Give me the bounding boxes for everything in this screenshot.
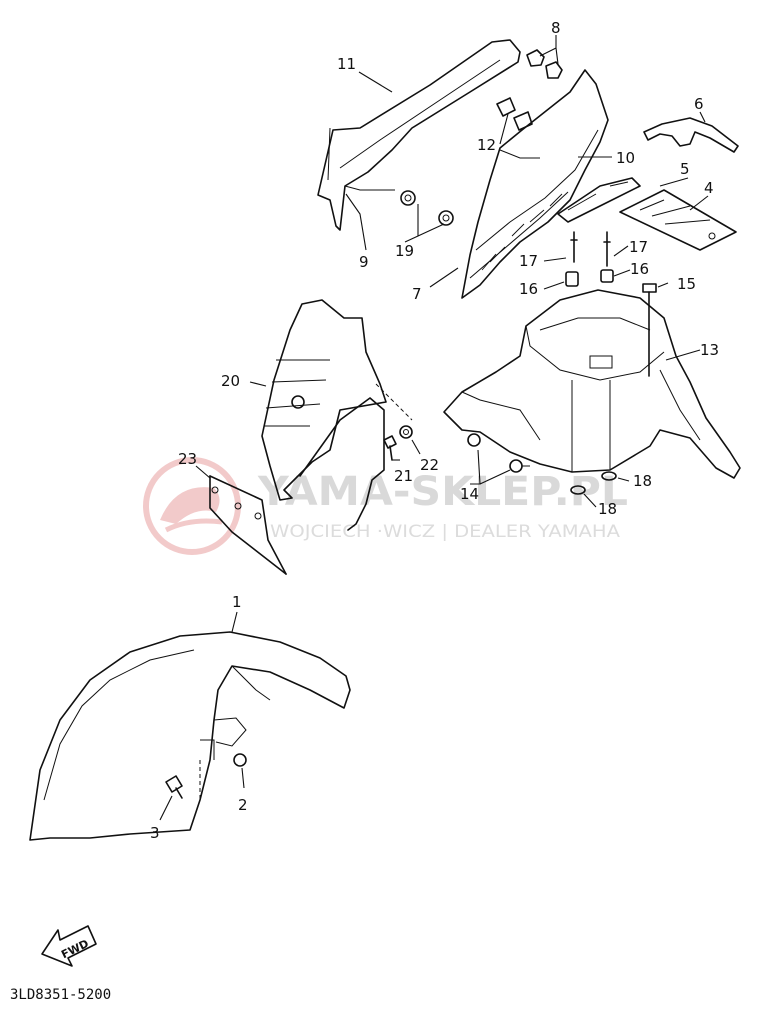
callout-9: 9 <box>359 253 369 271</box>
callout-21: 21 <box>394 467 413 485</box>
callout-23: 23 <box>178 450 197 468</box>
part-21-bolt <box>383 435 397 461</box>
callout-11: 11 <box>337 55 356 73</box>
callout-22: 22 <box>420 456 439 474</box>
part-14-screws <box>467 433 530 473</box>
part-16-dampers <box>565 269 614 287</box>
part-18-nuts <box>570 471 617 495</box>
part-22-washer <box>399 425 413 439</box>
part-4-plate <box>619 189 737 251</box>
part-17-pins <box>570 231 611 267</box>
callout-20: 20 <box>221 372 240 390</box>
part-23-plate <box>209 475 287 575</box>
callout-14: 14 <box>460 485 479 503</box>
callout-12: 12 <box>477 136 496 154</box>
callout-10: 10 <box>616 149 635 167</box>
part-2-nut <box>233 753 247 767</box>
callout-18-bottom: 18 <box>598 500 617 518</box>
callout-4: 4 <box>704 179 714 197</box>
part-6-bracket <box>643 117 739 153</box>
watermark-title: YAMA-SKLEP.PL <box>257 469 628 515</box>
callout-3: 3 <box>150 824 160 842</box>
watermark-logo <box>143 457 241 555</box>
callout-16-right: 16 <box>630 260 649 278</box>
callout-15: 15 <box>677 275 696 293</box>
watermark: YAMA-SKLEP.PL WOJCIECH ·WICZ | DEALER YA… <box>143 457 628 555</box>
callout-16-left: 16 <box>519 280 538 298</box>
part-19-collars <box>400 190 454 226</box>
callout-2: 2 <box>238 796 248 814</box>
watermark-subtitle: WOJCIECH ·WICZ | DEALER YAMAHA <box>270 522 620 542</box>
callout-6: 6 <box>694 95 704 113</box>
part-12-grommets <box>496 97 533 131</box>
fwd-label: FWD <box>59 937 91 961</box>
part-11-side-cover <box>317 39 521 231</box>
callout-7: 7 <box>412 285 422 303</box>
part-3-bolt <box>165 775 183 799</box>
part-13-rear-fender <box>443 289 741 479</box>
callout-17-left: 17 <box>519 252 538 270</box>
part-8-nuts <box>526 49 563 79</box>
callout-17-right: 17 <box>629 238 648 256</box>
callout-13: 13 <box>700 341 719 359</box>
drawing-code: 3LD8351-5200 <box>10 987 111 1003</box>
part-20-inner-panel <box>261 299 413 531</box>
callout-18-right: 18 <box>633 472 652 490</box>
fwd-arrow: FWD <box>41 925 97 967</box>
callout-5: 5 <box>680 160 690 178</box>
callouts: 11 8 6 12 10 5 4 9 19 7 17 17 16 16 15 1… <box>150 19 719 842</box>
callout-1: 1 <box>232 593 242 611</box>
part-1-front-fender <box>29 631 351 841</box>
callout-19: 19 <box>395 242 414 260</box>
leader-lines <box>159 35 709 821</box>
part-5-strap <box>557 177 641 223</box>
callout-8: 8 <box>551 19 561 37</box>
